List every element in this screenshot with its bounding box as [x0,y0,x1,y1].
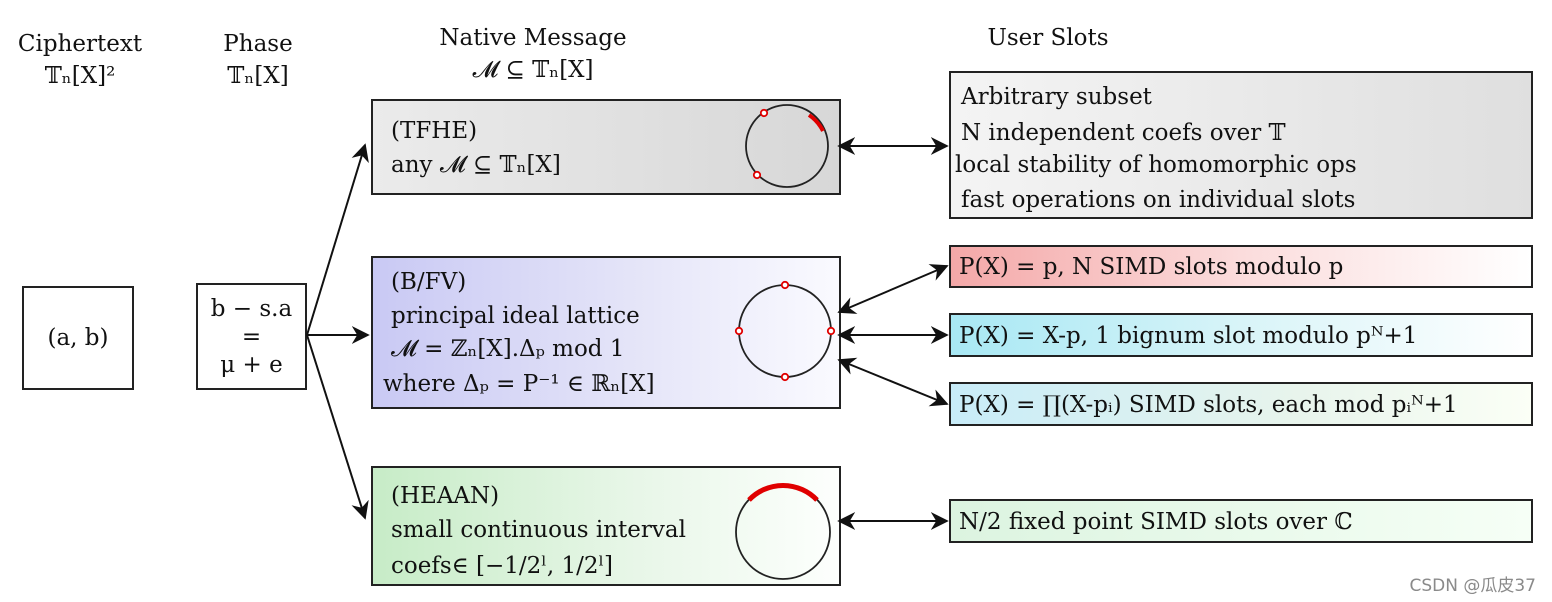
phase-subtitle: 𝕋ₙ[X] [227,63,289,89]
bignum-box: P(X) = X-p, 1 bignum slot modulo pᴺ+1 [949,313,1533,357]
phase-title: Phase [223,31,293,57]
ciphertext-box: (a, b) [22,286,134,390]
arbitrary-line-3: local stability of homomorphic ops [955,152,1357,178]
native-message-header: Native Message 𝓜 ⊆ 𝕋ₙ[X] [400,22,666,86]
bfv-point-marker [780,372,790,382]
heaan-title: (HEAAN) [391,483,500,509]
tfhe-message-space: any 𝓜 ⊆ 𝕋ₙ[X] [391,152,561,178]
heaan-interval-label: small continuous interval [391,517,686,543]
bfv-delta-definition: where Δₚ = P⁻¹ ∈ ℝₙ[X] [383,371,655,397]
ciphertext-title: Ciphertext [17,31,143,57]
heaan-coefs-range: coefs∈ [−1/2ˡ, 1/2ˡ] [391,553,614,579]
arbitrary-line-1: Arbitrary subset [961,84,1152,110]
bfv-point-marker [826,326,836,336]
bfv-message-space: 𝓜 = ℤₙ[X].Δₚ mod 1 [391,336,625,362]
phase-line-2: = [241,324,262,350]
tfhe-title: (TFHE) [391,118,478,144]
user-slots-header: User Slots [960,22,1136,54]
arrow-phase-to-tfhe [306,143,369,336]
ciphertext-header: Ciphertext 𝕋ₙ[X]² [0,28,160,92]
arrow-bfv-simd-p [837,264,949,314]
tfhe-point-marker [752,170,762,180]
bfv-torus-circle [734,280,836,382]
phase-line-3: μ + e [220,352,283,378]
arrow-phase-to-heaan [306,334,369,520]
watermark: CSDN @瓜皮37 [1409,576,1536,596]
arbitrary-line-2: N independent coefs over 𝕋 [961,120,1286,146]
phase-box: b − s.a = μ + e [196,283,307,390]
fixed-point-text: N/2 fixed point SIMD slots over ℂ [959,509,1353,535]
fixed-point-box: N/2 fixed point SIMD slots over ℂ [949,499,1533,543]
tfhe-arc-marker [807,113,825,132]
simd-p-text: P(X) = p, N SIMD slots modulo p [959,254,1344,280]
native-message-title: Native Message [439,25,627,51]
ciphertext-subtitle: 𝕋ₙ[X]² [44,63,116,89]
simd-p-box: P(X) = p, N SIMD slots modulo p [949,245,1533,288]
heaan-torus-circle [735,482,831,580]
bignum-text: P(X) = X-p, 1 bignum slot modulo pᴺ+1 [959,323,1418,349]
phase-header: Phase 𝕋ₙ[X] [180,28,336,92]
heaan-arc-marker [747,482,819,502]
product-slots-box: P(X) = ∏(X-pᵢ) SIMD slots, each mod pᵢᴺ+… [949,382,1533,426]
arbitrary-line-4: fast operations on individual slots [961,187,1356,213]
ciphertext-value: (a, b) [47,325,109,351]
bfv-point-marker [780,280,790,290]
bfv-lattice-label: principal ideal lattice [391,303,640,329]
bfv-point-marker [734,326,744,336]
heaan-box: (HEAAN) small continuous interval coefs∈… [371,466,841,586]
arrow-bfv-product [837,357,949,407]
phase-line-1: b − s.a [210,296,293,322]
tfhe-torus-circle [745,104,829,188]
native-message-subtitle: 𝓜 ⊆ 𝕋ₙ[X] [472,57,594,83]
tfhe-point-marker [759,108,769,118]
arbitrary-subset-box: Arbitrary subset N independent coefs ove… [949,71,1533,219]
user-slots-title: User Slots [987,25,1109,51]
product-slots-text: P(X) = ∏(X-pᵢ) SIMD slots, each mod pᵢᴺ+… [959,392,1458,418]
bfv-box: (B/FV) principal ideal lattice 𝓜 = ℤₙ[X]… [371,256,841,409]
bfv-title: (B/FV) [391,269,467,295]
